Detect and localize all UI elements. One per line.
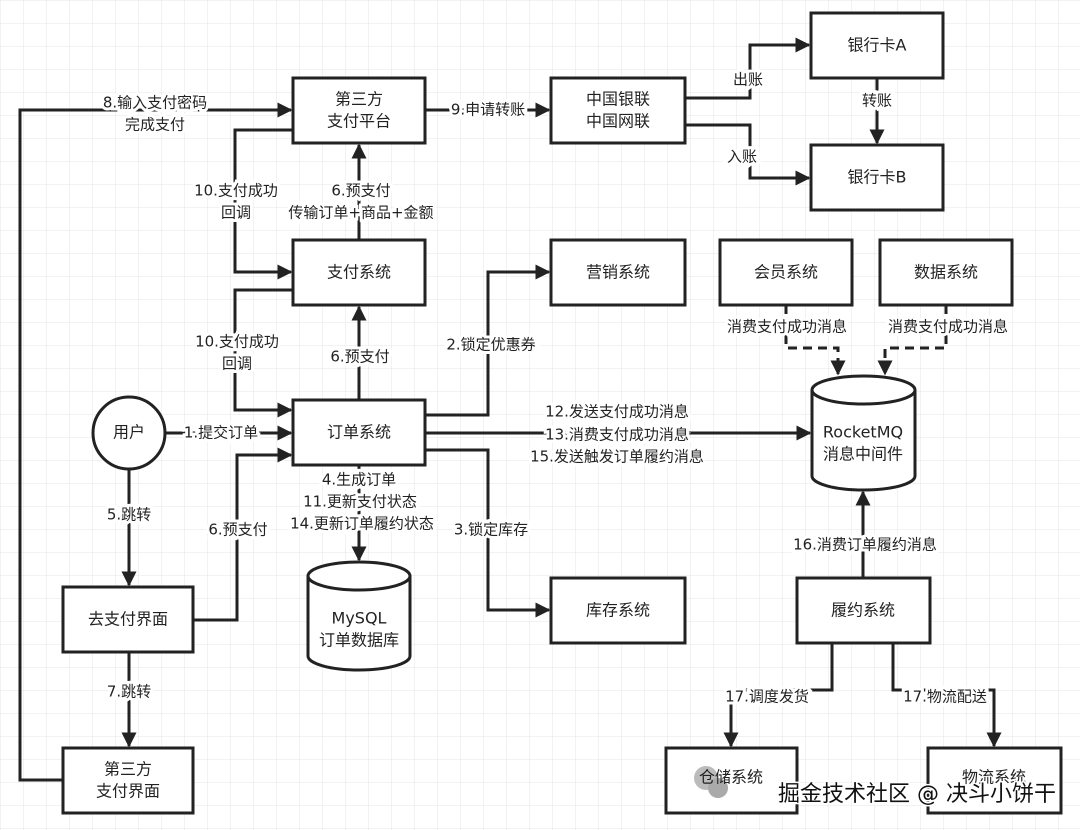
edge-10-top: [233, 128, 293, 280]
watermark: 掘金技术社区 @ 决斗小饼干: [778, 782, 1056, 807]
node-label: 支付界面: [96, 782, 160, 801]
node-label: 数据系统: [914, 263, 978, 282]
node-unionpay: 中国银联 中国网联: [549, 76, 687, 145]
edge-in: [685, 123, 811, 186]
node-go-pay-page: 去支付界面: [61, 585, 195, 654]
edge-2: [425, 264, 551, 417]
edge-10-mid: [233, 288, 293, 418]
label-member-consume: 消费支付成功消息: [727, 318, 847, 336]
node-user: 用户: [91, 395, 167, 471]
edge-6-left: [193, 447, 293, 622]
node-inventory-system: 库存系统: [549, 576, 687, 645]
label-data-consume: 消费支付成功消息: [888, 318, 1008, 336]
node-label: RocketMQ: [823, 423, 903, 442]
node-label: 库存系统: [586, 601, 650, 620]
label-10-top-line1: 10.支付成功: [194, 182, 278, 200]
node-marketing-system: 营销系统: [549, 238, 687, 307]
node-label: 订单系统: [327, 423, 391, 442]
label-2: 2.锁定优惠券: [446, 336, 535, 354]
node-label: 银行卡A: [848, 36, 907, 55]
node-label: 银行卡B: [848, 168, 907, 187]
label-11: 11.更新支付状态: [303, 493, 417, 511]
label-17-delivery: 17.物流配送: [903, 688, 987, 706]
edge-8: [18, 102, 293, 782]
node-order-system: 订单系统: [291, 398, 427, 467]
node-rocketmq: RocketMQ 消息中间件: [810, 374, 917, 492]
label-in: 入账: [727, 148, 757, 166]
node-label: 支付系统: [327, 263, 391, 282]
node-label: 营销系统: [586, 263, 650, 282]
node-label: 中国银联: [586, 90, 650, 109]
node-label: 第三方: [335, 90, 383, 109]
edge-3: [425, 448, 551, 618]
label-10-mid-line1: 10.支付成功: [195, 333, 279, 351]
node-label: 消息中间件: [823, 445, 903, 464]
label-1: 1.提交订单: [184, 424, 258, 442]
label-out: 出账: [733, 71, 763, 89]
label-10-top-line2: 回调: [221, 204, 251, 222]
label-15: 15.发送触发订单履约消息: [530, 448, 704, 466]
node-label: 第三方: [104, 760, 152, 779]
label-8-line2: 完成支付: [125, 116, 185, 134]
node-bank-b: 银行卡B: [809, 143, 945, 212]
node-label: 订单数据库: [319, 631, 399, 650]
label-12: 12.发送支付成功消息: [545, 403, 689, 421]
edge-17-dispatch: [723, 643, 834, 748]
label-4: 4.生成订单: [322, 471, 396, 489]
label-3: 3.锁定库存: [454, 521, 528, 539]
node-bank-a: 银行卡A: [809, 11, 945, 80]
node-label: 会员系统: [754, 263, 818, 282]
label-6-mid: 6.预支付: [330, 348, 389, 366]
label-17-dispatch: 17.调度发货: [725, 688, 809, 706]
label-14: 14.更新订单履约状态: [290, 515, 434, 533]
label-16: 16.消费订单履约消息: [793, 536, 937, 554]
node-third-party-page: 第三方 支付界面: [61, 746, 195, 815]
node-payment-system: 支付系统: [291, 238, 427, 307]
node-fulfillment-system: 履约系统: [795, 576, 932, 645]
label-7: 7.跳转: [107, 683, 151, 701]
node-mysql: MySQL 订单数据库: [306, 560, 412, 672]
node-warehouse-system: 仓储系统: [664, 746, 799, 815]
node-label: 物流系统: [962, 768, 1026, 787]
edge-member-mq: [784, 305, 846, 376]
edge-labels: 8.输入支付密码 完成支付 9.申请转账 出账 入账 转账 6.预支付 传输订单…: [100, 68, 1011, 709]
edges: [18, 37, 1002, 782]
label-5: 5.跳转: [107, 506, 151, 524]
node-label: 去支付界面: [88, 610, 168, 629]
edge-17-delivery: [891, 643, 1002, 748]
node-label: 中国网联: [586, 112, 650, 131]
label-13: 13.消费支付成功消息: [545, 426, 689, 444]
label-8-line1: 8.输入支付密码: [103, 94, 207, 112]
node-logistics-system: 物流系统: [926, 746, 1063, 815]
label-6-left: 6.预支付: [208, 521, 267, 539]
node-label: 仓储系统: [699, 768, 763, 787]
node-data-system: 数据系统: [878, 238, 1014, 307]
node-label: 支付平台: [327, 112, 391, 131]
node-member-system: 会员系统: [718, 238, 854, 307]
node-label: 履约系统: [831, 601, 895, 620]
edge-data-mq: [877, 305, 948, 376]
label-9: 9.申请转账: [451, 101, 525, 119]
node-label: 用户: [113, 423, 145, 442]
label-10-mid-line2: 回调: [222, 355, 252, 373]
edge-out: [685, 37, 811, 100]
label-transfer: 转账: [862, 92, 892, 110]
label-6-top-line1: 6.预支付: [331, 182, 390, 200]
node-label: MySQL: [332, 609, 387, 628]
node-third-party-platform: 第三方 支付平台: [291, 76, 427, 145]
label-6-top-line2: 传输订单+商品+金额: [288, 204, 433, 222]
